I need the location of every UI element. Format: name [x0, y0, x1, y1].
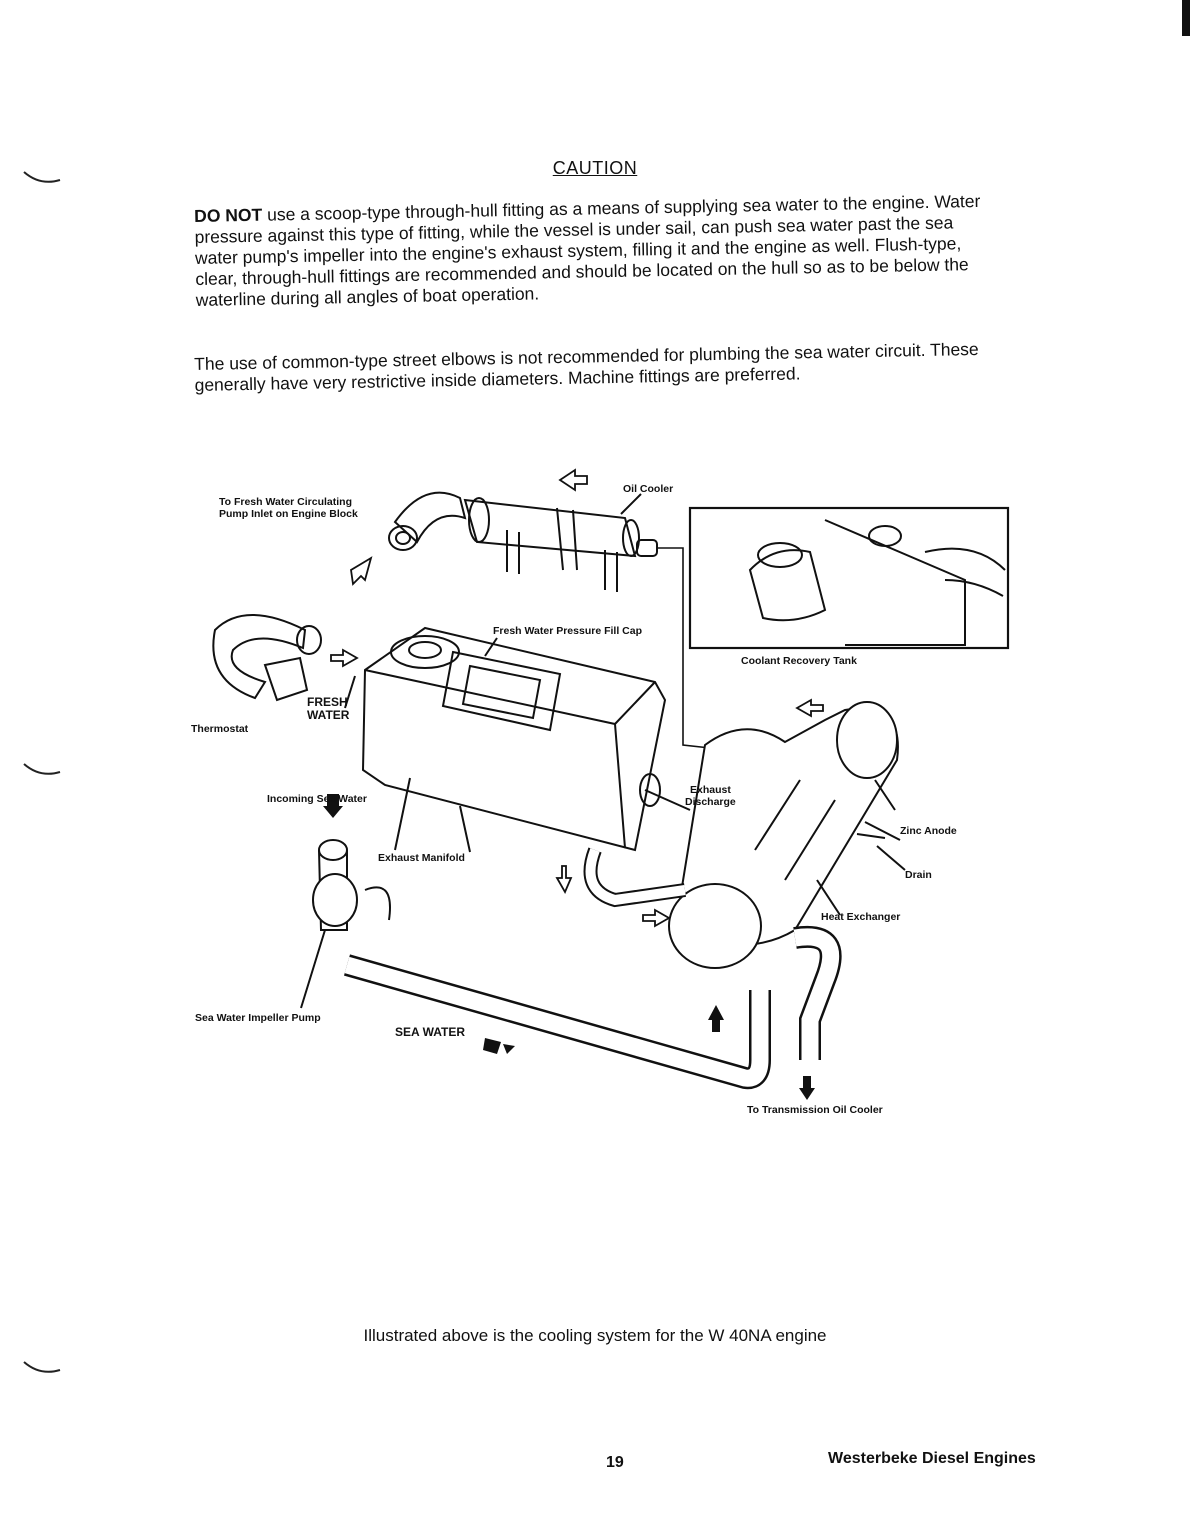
label-water: WATER — [307, 708, 350, 722]
label-sea-water: SEA WATER — [395, 1025, 466, 1039]
do-not-lead: DO NOT — [194, 204, 263, 226]
label-zinc-anode: Zinc Anode — [900, 825, 957, 837]
label-impeller-pump: Sea Water Impeller Pump — [195, 1012, 321, 1024]
caution-paragraph: DO NOT use a scoop-type through-hull fit… — [194, 191, 996, 311]
label-coolant-tank: Coolant Recovery Tank — [741, 655, 857, 667]
label-thermostat: Thermostat — [191, 723, 249, 735]
cooling-system-diagram: To Fresh Water Circulating Pump Inlet on… — [185, 460, 1045, 1140]
cooling-diagram-illustration — [212, 468, 1010, 1100]
binder-hole-mark — [23, 763, 61, 775]
label-incoming-sea-water: Incoming Sea Water — [267, 793, 367, 805]
footer-brand: Westerbeke Diesel Engines — [828, 1450, 1036, 1467]
label-fill-cap: Fresh Water Pressure Fill Cap — [493, 625, 642, 637]
caution-heading: CAUTION — [552, 158, 638, 178]
binder-hole-mark — [23, 171, 61, 183]
label-heat-exchanger: Heat Exchanger — [821, 911, 901, 923]
label-discharge: Discharge — [685, 796, 736, 808]
label-drain: Drain — [905, 869, 932, 881]
elbow-paragraph: The use of common-type street elbows is … — [194, 338, 979, 395]
scan-edge-mark — [1182, 0, 1190, 36]
label-fresh-water-circ: To Fresh Water Circulating — [219, 496, 353, 508]
page-number: 19 — [606, 1454, 624, 1471]
label-fresh: FRESH — [307, 695, 348, 709]
caution-body: use a scoop-type through-hull fitting as… — [194, 190, 981, 310]
label-oil-cooler: Oil Cooler — [623, 483, 674, 495]
label-transmission-oil-cooler: To Transmission Oil Cooler — [747, 1104, 883, 1116]
label-exhaust-manifold: Exhaust Manifold — [378, 852, 465, 864]
figure-caption: Illustrated above is the cooling system … — [363, 1326, 827, 1345]
label-fresh-water-circ-2: Pump Inlet on Engine Block — [219, 508, 358, 520]
binder-hole-mark — [23, 1361, 61, 1373]
label-exhaust: Exhaust — [690, 784, 731, 796]
